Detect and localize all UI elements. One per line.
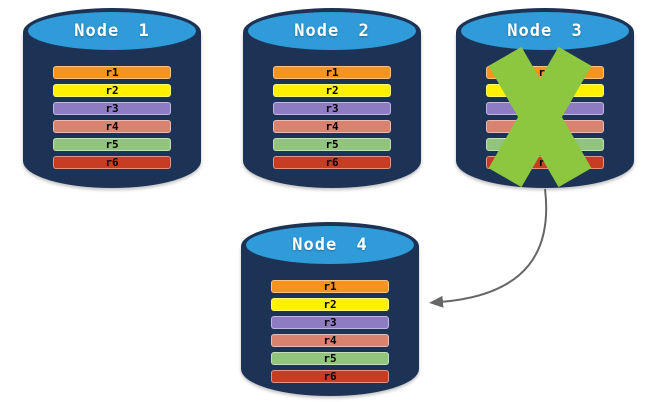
cylinder-top-rim: Node 1	[23, 8, 201, 56]
replica-label: r1	[325, 66, 339, 79]
replica-label: r6	[538, 156, 552, 169]
replica-bar-r5: r5	[271, 352, 389, 365]
replica-bar-r5: r5	[53, 138, 171, 151]
replica-stack: r1 r2 r3 r4 r5 r6	[53, 66, 171, 174]
replica-bar-r6: r6	[271, 370, 389, 383]
replica-label: r3	[325, 102, 339, 115]
replica-label: r4	[105, 120, 119, 133]
replica-label: r5	[538, 138, 552, 151]
replica-label: r3	[538, 102, 552, 115]
failover-arrow	[429, 188, 548, 308]
replica-bar-r2: r2	[53, 84, 171, 97]
replica-label: r2	[105, 84, 119, 97]
node-2: Node 2 r1 r2 r3 r4 r5 r6	[243, 8, 421, 188]
replica-label: r4	[323, 334, 337, 347]
replica-label: r2	[325, 84, 339, 97]
node-label: Node 1	[74, 21, 150, 41]
cylinder-top-face: Node 3	[461, 12, 629, 50]
replica-stack: r1 r2 r3 r4 r5 r6	[273, 66, 391, 174]
replica-bar-r4: r4	[271, 334, 389, 347]
replica-bar-r1: r1	[271, 280, 389, 293]
node-label: Node 4	[292, 235, 368, 255]
replica-label: r1	[323, 280, 337, 293]
node-label: Node 3	[507, 21, 583, 41]
replica-bar-r2: r2	[273, 84, 391, 97]
cylinder-top-face: Node 1	[28, 12, 196, 50]
replica-label: r3	[105, 102, 119, 115]
node-label: Node 2	[294, 21, 370, 41]
replica-label: r3	[323, 316, 337, 329]
replica-bar-r1: r1	[53, 66, 171, 79]
cylinder-top-rim: Node 2	[243, 8, 421, 56]
replica-bar-r6: r6	[486, 156, 604, 169]
replica-bar-r1: r1	[273, 66, 391, 79]
replica-label: r4	[538, 120, 552, 133]
replica-label: r5	[105, 138, 119, 151]
cylinder-top-face: Node 2	[248, 12, 416, 50]
replica-bar-r4: r4	[273, 120, 391, 133]
replica-label: r6	[105, 156, 119, 169]
replica-label: r6	[325, 156, 339, 169]
replica-label: r1	[105, 66, 119, 79]
replica-stack: r1 r2 r3 r4 r5 r6	[486, 66, 604, 174]
replica-bar-r4: r4	[53, 120, 171, 133]
node-1: Node 1 r1 r2 r3 r4 r5 r6	[23, 8, 201, 188]
cylinder-top-face: Node 4	[246, 226, 414, 264]
replica-bar-r2: r2	[271, 298, 389, 311]
replica-bar-r2: r2	[486, 84, 604, 97]
replica-bar-r3: r3	[486, 102, 604, 115]
replica-label: r2	[538, 84, 552, 97]
node-3: Node 3 r1 r2 r3 r4 r5 r6	[456, 8, 634, 188]
cylinder-top-rim: Node 4	[241, 222, 419, 270]
replica-bar-r5: r5	[273, 138, 391, 151]
replica-bar-r3: r3	[53, 102, 171, 115]
replica-label: r1	[538, 66, 552, 79]
cylinder-top-rim: Node 3	[456, 8, 634, 56]
replica-label: r4	[325, 120, 339, 133]
replica-label: r5	[325, 138, 339, 151]
replica-label: r2	[323, 298, 337, 311]
replica-bar-r5: r5	[486, 138, 604, 151]
replica-label: r6	[323, 370, 337, 383]
replica-bar-r6: r6	[53, 156, 171, 169]
replica-stack: r1 r2 r3 r4 r5 r6	[271, 280, 389, 388]
replica-bar-r3: r3	[271, 316, 389, 329]
node-4: Node 4 r1 r2 r3 r4 r5 r6	[241, 222, 419, 396]
replica-bar-r4: r4	[486, 120, 604, 133]
replica-label: r5	[323, 352, 337, 365]
replica-bar-r6: r6	[273, 156, 391, 169]
replica-bar-r1: r1	[486, 66, 604, 79]
replica-bar-r3: r3	[273, 102, 391, 115]
